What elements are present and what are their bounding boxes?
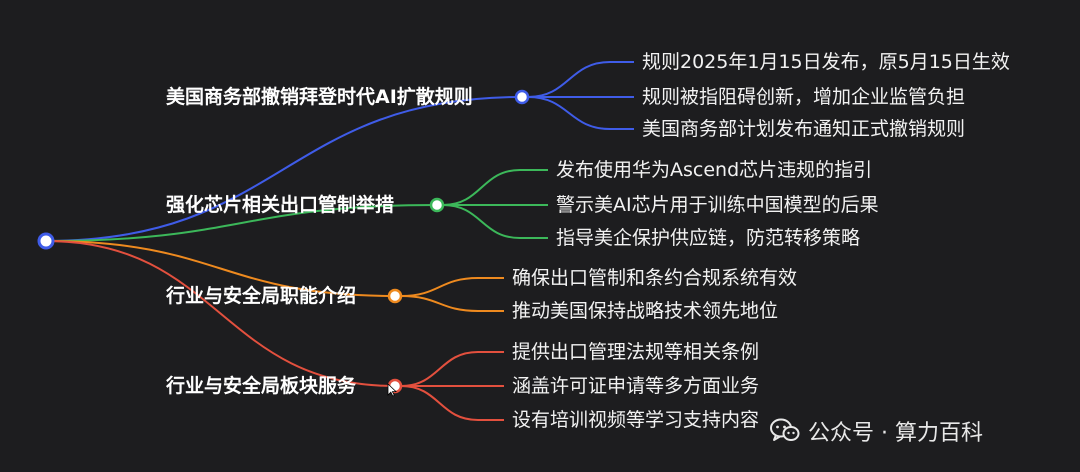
branch-label[interactable]: 强化芯片相关出口管制举措 xyxy=(166,194,395,216)
leaf-label[interactable]: 警示美AI芯片用于训练中国模型的后果 xyxy=(556,194,879,216)
branch-link xyxy=(45,96,523,242)
leaf-link xyxy=(527,96,634,130)
leaf-label[interactable]: 规则2025年1月15日发布，原5月15日生效 xyxy=(642,51,1010,73)
branch-link xyxy=(45,204,438,242)
watermark-text: 公众号 · 算力百科 xyxy=(808,421,983,446)
branch-link xyxy=(45,240,396,387)
leaf-link xyxy=(442,204,548,239)
leaf-link xyxy=(400,385,504,421)
leaf-label[interactable]: 提供出口管理法规等相关条例 xyxy=(512,341,760,363)
watermark: 公众号 · 算力百科 xyxy=(770,414,983,448)
leaf-label[interactable]: 确保出口管制和条约合规系统有效 xyxy=(512,267,798,289)
leaf-label[interactable]: 推动美国保持战略技术领先地位 xyxy=(512,300,779,322)
branch-label[interactable]: 美国商务部撤销拜登时代AI扩散规则 xyxy=(166,86,473,108)
leaf-link xyxy=(400,277,504,297)
leaf-label[interactable]: 指导美企保护供应链，防范转移策略 xyxy=(556,227,861,249)
branch-label[interactable]: 行业与安全局板块服务 xyxy=(166,375,357,397)
branch-link xyxy=(45,240,396,297)
branch-node-icon[interactable] xyxy=(429,197,445,213)
leaf-label[interactable]: 规则被指阻碍创新，增加企业监管负担 xyxy=(642,86,966,108)
leaf-link xyxy=(400,295,504,312)
leaf-link xyxy=(400,351,504,387)
leaf-label[interactable]: 设有培训视频等学习支持内容 xyxy=(512,409,760,431)
mouse-cursor-icon xyxy=(387,382,398,401)
branch-label[interactable]: 行业与安全局职能介绍 xyxy=(166,285,357,307)
branch-node-icon[interactable] xyxy=(387,288,403,304)
leaf-label[interactable]: 涵盖许可证申请等多方面业务 xyxy=(512,375,760,397)
leaf-label[interactable]: 美国商务部计划发布通知正式撤销规则 xyxy=(642,118,966,140)
branch-node-icon[interactable] xyxy=(514,89,530,105)
leaf-label[interactable]: 发布使用华为Ascend芯片违规的指引 xyxy=(556,159,873,181)
root-node-icon[interactable] xyxy=(37,232,55,250)
leaf-link xyxy=(442,169,548,206)
wechat-icon xyxy=(770,418,800,444)
leaf-link xyxy=(527,61,634,98)
